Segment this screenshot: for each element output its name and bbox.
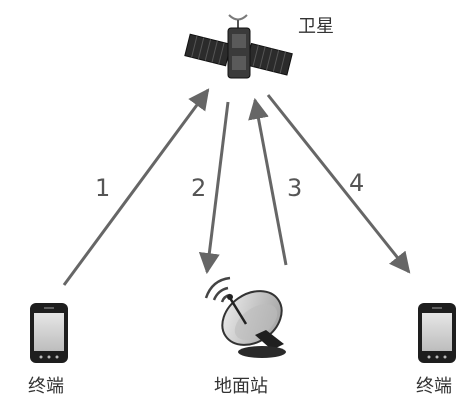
link-arrow-2 (198, 101, 230, 275)
link-arrow-4 (266, 94, 411, 274)
satellite-dish-icon (204, 276, 286, 358)
link-number-4: 4 (349, 169, 365, 197)
link-number-1: 1 (95, 174, 111, 202)
ground-station-label: 地面站 (214, 376, 268, 397)
terminal-left-label: 终端 (28, 376, 64, 397)
link-arrow-3 (248, 97, 288, 266)
link-number-2: 2 (191, 174, 207, 202)
satellite-icon (184, 14, 293, 79)
terminal-right-label: 终端 (416, 376, 452, 397)
smartphone-icon (30, 303, 68, 363)
smartphone-icon (418, 303, 456, 363)
satellite-label: 卫星 (298, 16, 334, 37)
link-arrow-1 (62, 88, 210, 286)
link-number-3: 3 (287, 174, 303, 202)
